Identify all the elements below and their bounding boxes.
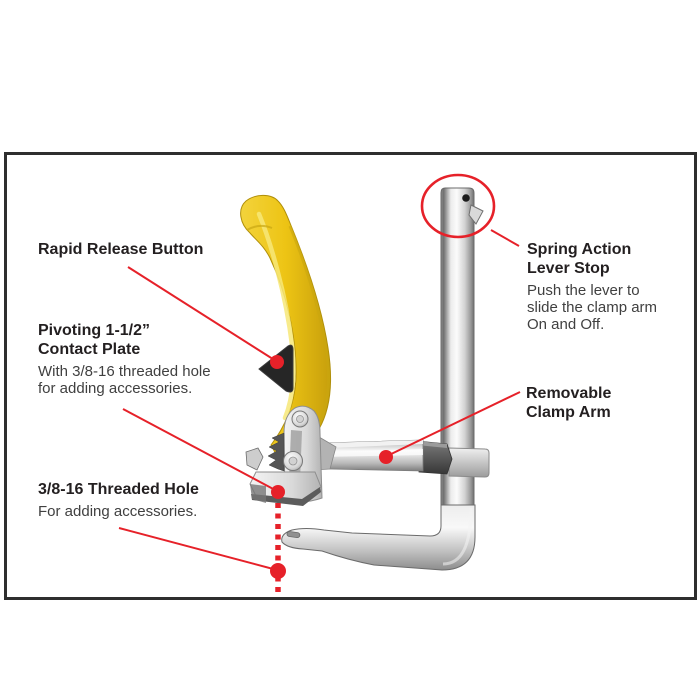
callout-title-line: Contact Plate	[38, 341, 141, 358]
handle-knob-crease	[246, 224, 273, 231]
callout-threaded-hole: 3/8-16 Threaded Hole For adding accessor…	[38, 480, 199, 520]
contact-plate-bottom-edge	[251, 487, 321, 506]
callout-spring-action-lever-stop: Spring Action Lever Stop Push the lever …	[527, 240, 657, 333]
diagram-border-frame	[4, 152, 697, 600]
leader-line-rapid-release	[127, 266, 277, 362]
callout-description: For adding accessories.	[38, 503, 199, 520]
lever-stop-highlight-circle	[420, 173, 496, 239]
fixed-arm-highlight	[442, 507, 473, 566]
latch-hook-shape	[245, 447, 264, 471]
callout-title: 3/8-16 Threaded Hole	[38, 481, 199, 498]
annotation-marks	[118, 173, 521, 595]
pivot-bolt-lower-center	[288, 456, 298, 466]
callout-removable-clamp-arm: Removable Clamp Arm	[526, 384, 611, 422]
spring-lever-tab-shape	[468, 204, 484, 225]
rail-pin-hole	[462, 194, 470, 202]
handle-inner-shade	[288, 225, 331, 427]
callout-desc-line: For adding accessories.	[38, 503, 198, 520]
contact-plate-shadow	[250, 484, 266, 503]
callout-description: With 3/8-16 threaded hole for adding acc…	[38, 363, 211, 397]
arm-jaw-top-face	[417, 441, 447, 448]
marker-dot-contact-plate	[271, 485, 285, 499]
callout-desc-line: Push the lever to	[527, 282, 640, 299]
leader-line-contact-plate	[122, 408, 278, 492]
callout-title-line: Removable	[526, 385, 612, 402]
callout-title: Rapid Release Button	[38, 241, 204, 258]
callout-desc-line: slide the clamp arm	[527, 299, 658, 316]
leader-line-spring-action	[490, 229, 520, 247]
marker-dot-threaded-hole	[270, 563, 286, 579]
leader-line-removable-arm	[386, 391, 521, 457]
callout-rapid-release-button: Rapid Release Button	[38, 240, 203, 259]
arm-beam-top-face	[325, 440, 423, 448]
marker-dot-removable-arm	[379, 450, 393, 464]
clamp-rail-and-fixed-arm	[281, 187, 484, 571]
fixed-arm-shape	[281, 504, 476, 571]
callout-desc-line: On and Off.	[527, 316, 605, 333]
marker-dot-rapid-release	[270, 355, 284, 369]
pivot-bolt-upper-center	[296, 415, 304, 423]
callout-title-line: Spring Action	[527, 241, 632, 258]
callout-title-line: Pivoting 1-1/2”	[38, 322, 151, 339]
callout-pivoting-contact-plate: Pivoting 1-1/2” Contact Plate With 3/8-1…	[38, 321, 211, 397]
handle-highlight	[256, 211, 296, 421]
callout-desc-line: With 3/8-16 threaded hole	[38, 363, 211, 380]
fixed-arm-foot-slot	[286, 531, 301, 539]
removable-clamp-arm-part	[308, 439, 490, 478]
arm-rail-collar-shape	[448, 447, 490, 478]
callout-title-line: Clamp Arm	[526, 404, 611, 421]
leader-line-threaded-hole	[118, 527, 278, 571]
callout-description: Push the lever to slide the clamp arm On…	[527, 282, 657, 333]
callout-title-line: Lever Stop	[527, 260, 610, 277]
clamp-head-mechanism	[245, 405, 337, 506]
callout-desc-line: for adding accessories.	[38, 380, 193, 397]
ratchet-teeth	[267, 432, 285, 472]
